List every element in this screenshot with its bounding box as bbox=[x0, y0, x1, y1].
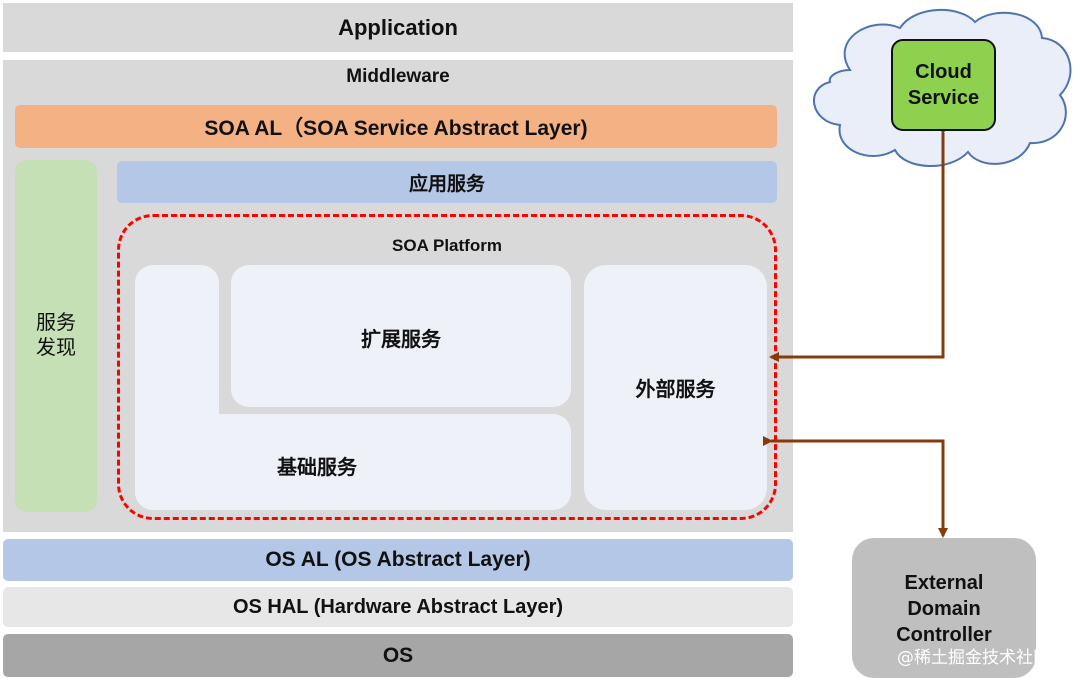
soa-platform-title: SOA Platform bbox=[392, 236, 502, 255]
service-discovery-block: 服务 发现 bbox=[15, 160, 97, 512]
os-hal-layer: OS HAL (Hardware Abstract Layer) bbox=[3, 587, 793, 627]
basic-services-block bbox=[135, 414, 571, 510]
cloud-service-label: Cloud Service bbox=[907, 61, 980, 109]
os-al-layer: OS AL (OS Abstract Layer) bbox=[3, 539, 793, 581]
os-layer: OS bbox=[3, 634, 793, 677]
extension-services-block bbox=[231, 265, 571, 407]
middleware-title: Middleware bbox=[346, 66, 450, 87]
extension-services-label: 扩展服务 bbox=[361, 328, 441, 351]
external-domain-controller-block: External Domain Controller bbox=[852, 538, 1036, 678]
application-layer: Application bbox=[3, 3, 793, 52]
cloud-connector bbox=[769, 125, 948, 362]
basic-services-label: 基础服务 bbox=[277, 456, 357, 479]
external-services-block: 外部服务 bbox=[584, 265, 767, 510]
cloud-service-block: Cloud Service bbox=[891, 39, 996, 131]
edc-connector bbox=[763, 436, 948, 538]
application-services-block: 应用服务 bbox=[117, 161, 777, 203]
watermark-text: @稀土掘金技术社区 bbox=[897, 648, 1050, 668]
soa-platform-border bbox=[117, 214, 777, 520]
external-domain-controller-label: External Domain Controller bbox=[896, 572, 992, 646]
soa-al-layer: SOA AL（SOA Service Abstract Layer) bbox=[15, 105, 777, 148]
service-discovery-label: 服务 发现 bbox=[36, 312, 76, 359]
